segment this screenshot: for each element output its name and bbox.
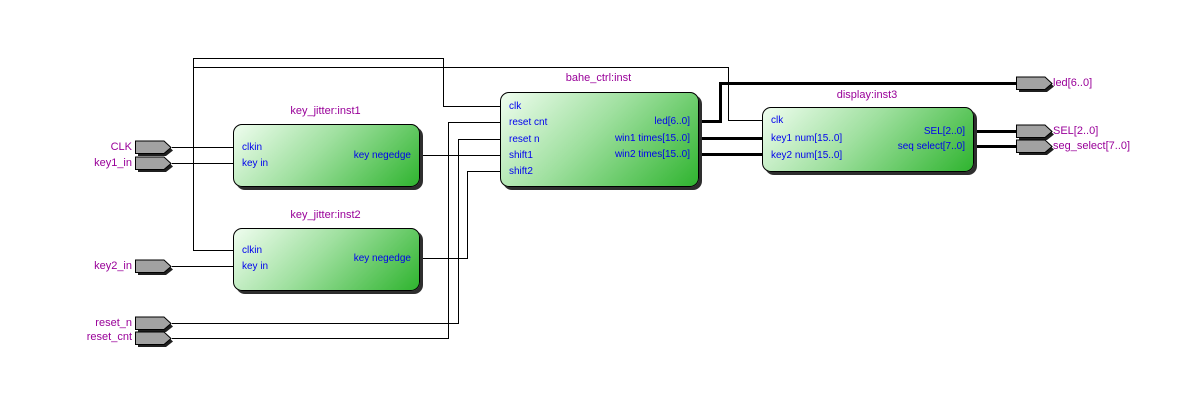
port-display-key2-num: key2 num[15..0] [771,150,843,161]
wire-clk-pin-to-inst1[interactable] [172,147,233,148]
port-bahe-shift2: shift2 [509,166,533,177]
bus-led-h2[interactable] [719,82,1019,85]
port-display-sel: SEL[2..0] [923,126,965,137]
output-pin-seg-select[interactable] [1016,139,1054,155]
port-inst2-key-negedge: key negedge [353,253,411,264]
port-bahe-clk: clk [509,101,522,112]
wire-reset-cnt-h2[interactable] [448,122,500,123]
output-pin-label-seg-select: seg_select[7..0] [1053,140,1131,152]
port-bahe-reset-n: reset n [509,134,540,145]
wire-key2-in[interactable] [172,266,233,267]
wire-clk-into-bahe[interactable] [443,106,500,107]
wire-reset-n-h1[interactable] [172,323,459,324]
wire-clk-trunk-upper[interactable] [193,58,443,59]
output-pin-sel[interactable] [1016,124,1054,140]
bus-seg-select[interactable] [971,145,1019,148]
port-display-key1-num: key1 num[15..0] [771,133,843,144]
wire-clk-trunk-lower[interactable] [193,67,728,68]
port-inst2-key-in: key in [242,261,269,272]
block-key-jitter-inst1[interactable]: clkin key in key negedge [233,124,420,187]
output-pin-icon [1016,124,1054,140]
bus-sel[interactable] [971,130,1019,133]
port-bahe-reset-cnt: reset cnt [509,117,548,128]
wire-inst2-out-h[interactable] [418,258,468,259]
output-pin-icon [1016,139,1054,155]
input-pin-key1-in[interactable] [135,156,173,172]
block-title-key-jitter-inst1: key_jitter:inst1 [290,105,361,117]
input-pin-icon [135,140,173,156]
block-title-key-jitter-inst2: key_jitter:inst2 [290,209,361,221]
wire-inst2-out-v[interactable] [467,171,468,259]
port-inst1-key-negedge: key negedge [353,150,411,161]
block-display-inst3[interactable]: clk key1 num[15..0] key2 num[15..0] SEL[… [762,107,974,172]
block-key-jitter-inst2[interactable]: clkin key in key negedge [233,228,420,291]
wire-reset-n-v[interactable] [458,139,459,324]
port-bahe-win1-times: win1 times[15..0] [614,133,690,144]
port-display-seq-select: seq select[7..0] [897,141,965,152]
input-pin-label-reset-n: reset_n [95,317,132,329]
block-title-display-inst3: display:inst3 [836,89,898,101]
port-inst2-clkin: clkin [242,245,263,256]
input-pin-key2-in[interactable] [135,259,173,275]
wire-clk-branch-vertical[interactable] [193,58,194,250]
port-bahe-win2-times: win2 times[15..0] [614,149,690,160]
output-pin-label-sel: SEL[2..0] [1053,125,1099,137]
input-pin-icon [135,331,173,347]
output-pin-icon [1016,76,1054,92]
port-bahe-shift1: shift1 [509,150,533,161]
wire-key1-in[interactable] [172,163,233,164]
block-title-bahe-ctrl-inst: bahe_ctrl:inst [565,72,632,84]
port-inst1-clkin: clkin [242,142,263,153]
wire-into-shift2[interactable] [467,171,500,172]
input-pin-label-key2-in: key2_in [94,260,132,272]
input-pin-label-clk: CLK [110,141,132,153]
wire-clk-drop-bahe[interactable] [443,58,444,106]
bus-win1-times[interactable] [697,137,762,140]
input-pin-label-key1-in: key1_in [94,157,132,169]
bus-led-h1[interactable] [697,120,722,123]
port-inst1-key-in: key in [242,158,269,169]
wire-clk-into-inst2[interactable] [193,250,233,251]
wire-clk-drop-display[interactable] [728,67,729,120]
bus-led-v[interactable] [719,82,722,123]
input-pin-reset-cnt[interactable] [135,331,173,347]
input-pin-icon [135,259,173,275]
wire-reset-cnt-h1[interactable] [172,338,449,339]
input-pin-icon [135,316,173,332]
block-bahe-ctrl-inst[interactable]: clk reset cnt reset n shift1 shift2 led[… [500,92,699,187]
output-pin-label-led: led[6..0] [1053,77,1093,89]
input-pin-icon [135,156,173,172]
input-pin-label-reset-cnt: reset_cnt [86,331,132,343]
input-pin-reset-n[interactable] [135,316,173,332]
port-bahe-led: led[6..0] [654,116,690,127]
port-display-clk: clk [771,115,784,126]
input-pin-clk[interactable] [135,140,173,156]
bus-win2-times[interactable] [697,153,762,156]
wire-clk-into-display[interactable] [728,120,762,121]
output-pin-led[interactable] [1016,76,1054,92]
wire-reset-cnt-v[interactable] [448,122,449,339]
wire-reset-n-h2[interactable] [458,139,500,140]
wire-inst1-to-shift1[interactable] [418,155,500,156]
